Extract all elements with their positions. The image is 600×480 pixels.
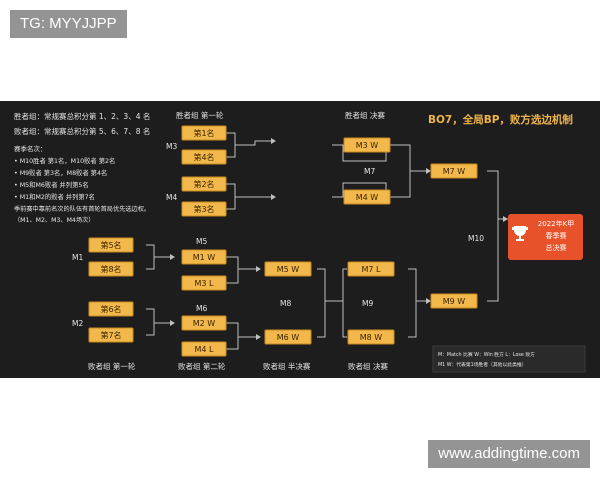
match-label-m10: M10 xyxy=(468,234,484,243)
trophy-icon xyxy=(512,226,528,241)
box-seed6: 第6名 xyxy=(88,301,134,317)
match-label-m3: M3 xyxy=(166,142,177,151)
ranking-title: 赛季名次： xyxy=(14,144,47,153)
bracket-connectors xyxy=(146,132,508,350)
match-label-m4: M4 xyxy=(166,193,177,202)
ranking-item-2: • M9败者 第3名，M8败者 第4名 xyxy=(14,168,107,177)
svg-text:第6名: 第6名 xyxy=(100,304,121,314)
box-seed8: 第8名 xyxy=(88,261,134,277)
svg-text:M1 W: M1 W xyxy=(193,253,216,262)
final-line-2: 春季赛 xyxy=(546,231,567,240)
svg-text:M5 W: M5 W xyxy=(277,265,300,274)
header-losers-semi: 败者组 半决赛 xyxy=(263,361,311,371)
match-label-m2: M2 xyxy=(72,319,83,328)
header-winners-r1: 胜者组 第一轮 xyxy=(176,110,224,120)
svg-text:第5名: 第5名 xyxy=(100,240,121,250)
box-seed4: 第4名 xyxy=(181,149,227,165)
svg-text:第4名: 第4名 xyxy=(193,152,214,162)
svg-text:第2名: 第2名 xyxy=(193,179,214,189)
svg-text:M9 W: M9 W xyxy=(443,297,466,306)
svg-text:M4 W: M4 W xyxy=(356,193,379,202)
ranking-item-1: • M10胜者 第1名，M10败者 第2名 xyxy=(14,156,115,165)
svg-text:M3 L: M3 L xyxy=(195,279,215,288)
header-losers-r2: 败者组 第二轮 xyxy=(178,361,226,371)
svg-text:M8 W: M8 W xyxy=(360,333,383,342)
box-seed7: 第7名 xyxy=(88,327,134,343)
match-label-m6: M6 xyxy=(196,304,207,313)
match-label-m7: M7 xyxy=(364,167,375,176)
box-m3-winner: M3 W xyxy=(343,137,391,153)
header-winners-final: 胜者组 决赛 xyxy=(345,110,385,120)
match-label-m8: M8 xyxy=(280,299,291,308)
legend-line-1: M：Match 比赛 W：Win 胜方 L：Lose 败方 xyxy=(438,351,535,358)
box-m2-winner: M2 W xyxy=(181,315,227,331)
note-line-1: 季前赛中靠前名次的队伍有首轮首局优先选边权。 xyxy=(14,205,150,213)
format-title: BO7，全局BP，败方选边机制 xyxy=(428,113,573,126)
box-seed3: 第3名 xyxy=(181,201,227,217)
box-m7-loser: M7 L xyxy=(347,261,395,277)
svg-text:第1名: 第1名 xyxy=(193,128,214,138)
svg-text:M2 W: M2 W xyxy=(193,319,216,328)
rule-winner-group: 胜者组：常规赛总积分第 1、2、3、4 名 xyxy=(14,111,150,121)
box-m8-winner: M8 W xyxy=(347,329,395,345)
svg-text:第3名: 第3名 xyxy=(193,204,214,214)
watermark-bottom: www.addingtime.com xyxy=(428,440,590,468)
match-label-m5: M5 xyxy=(196,237,207,246)
box-seed1: 第1名 xyxy=(181,125,227,141)
rule-loser-group: 败者组：常规赛总积分第 5、6、7、8 名 xyxy=(14,126,150,136)
bracket-panel: 胜者组：常规赛总积分第 1、2、3、4 名 败者组：常规赛总积分第 5、6、7、… xyxy=(0,101,600,378)
box-m4-winner: M4 W xyxy=(343,189,391,205)
svg-text:第8名: 第8名 xyxy=(100,264,121,274)
svg-text:M3 W: M3 W xyxy=(356,141,379,150)
svg-text:M7 L: M7 L xyxy=(362,265,382,274)
grand-final-box: 2022年K甲 春季赛 总决赛 xyxy=(508,214,583,260)
svg-text:M6 W: M6 W xyxy=(277,333,300,342)
svg-text:M4 L: M4 L xyxy=(195,345,215,354)
note-line-2: （M1、M2、M3、M4场次） xyxy=(14,216,94,224)
box-m4-loser: M4 L xyxy=(181,341,227,357)
svg-text:M7 W: M7 W xyxy=(443,167,466,176)
box-seed2: 第2名 xyxy=(181,176,227,192)
final-line-3: 总决赛 xyxy=(546,243,567,252)
bracket-arrows xyxy=(170,138,508,340)
bracket-diagram: 胜者组：常规赛总积分第 1、2、3、4 名 败者组：常规赛总积分第 5、6、7、… xyxy=(14,110,586,373)
legend-line-2: M1 W：代表第1场胜者（其他以此类推） xyxy=(438,361,526,368)
svg-text:第7名: 第7名 xyxy=(100,330,121,340)
match-label-m9: M9 xyxy=(362,299,373,308)
box-m5-winner: M5 W xyxy=(264,261,312,277)
box-m1-winner: M1 W xyxy=(181,249,227,265)
header-losers-r1: 败者组 第一轮 xyxy=(88,361,136,371)
box-seed5: 第5名 xyxy=(88,237,134,253)
box-m3-loser: M3 L xyxy=(181,275,227,291)
legend-box: M：Match 比赛 W：Win 胜方 L：Lose 败方 M1 W：代表第1场… xyxy=(432,345,586,373)
match-label-m1: M1 xyxy=(72,253,83,262)
box-m6-winner: M6 W xyxy=(264,329,312,345)
ranking-item-4: • M1和M2的败者 并列第7名 xyxy=(14,192,95,201)
ranking-item-3: • M5和M6败者 并列第5名 xyxy=(14,180,89,189)
box-m7-winner: M7 W xyxy=(430,163,478,179)
final-line-1: 2022年K甲 xyxy=(538,219,574,228)
box-m9-winner: M9 W xyxy=(430,293,478,309)
header-losers-final: 败者组 决赛 xyxy=(348,361,388,371)
watermark-top: TG: MYYJJPP xyxy=(10,10,127,38)
